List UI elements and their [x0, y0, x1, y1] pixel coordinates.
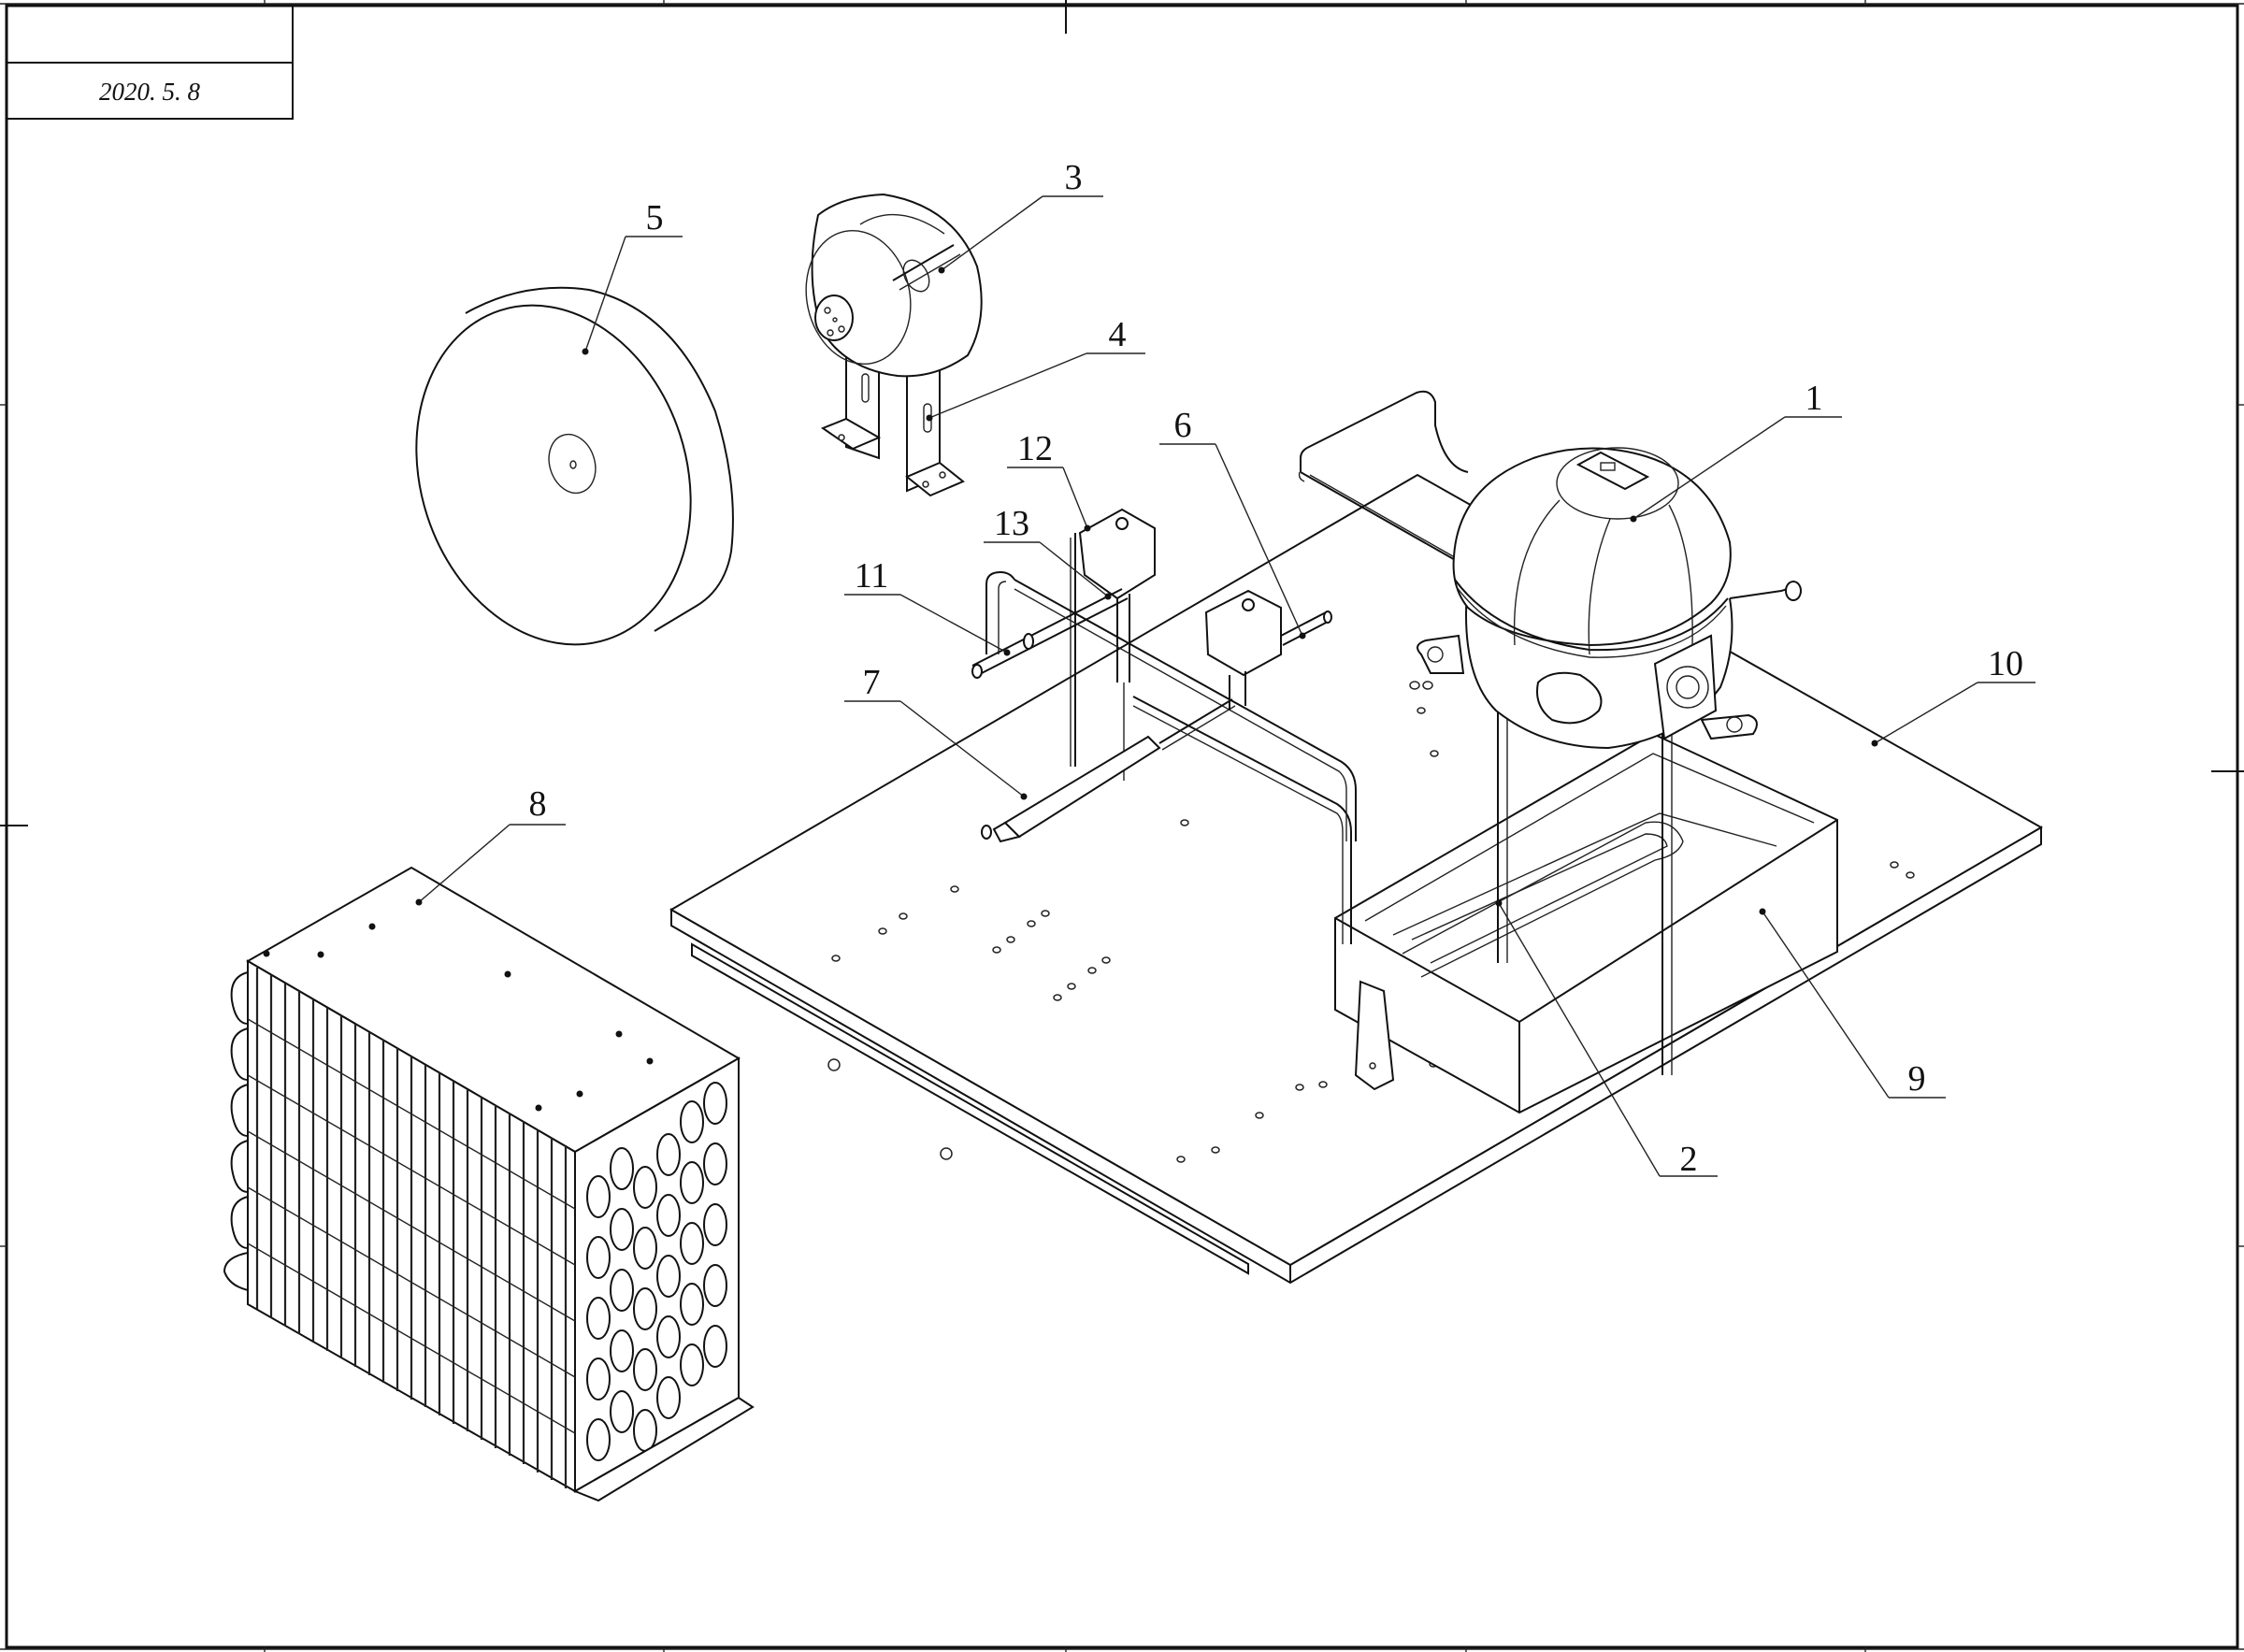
callout-6: 6: [1159, 406, 1306, 639]
svg-text:1: 1: [1805, 379, 1823, 418]
svg-text:11: 11: [855, 556, 889, 596]
refrigerant-circuit: [971, 508, 1357, 843]
callout-9: 9: [1759, 908, 1946, 1099]
return-bends-left: [223, 971, 249, 1291]
svg-text:4: 4: [1109, 315, 1127, 354]
callout-13: 13: [984, 504, 1112, 600]
svg-text:10: 10: [1988, 644, 2023, 683]
svg-text:6: 6: [1174, 406, 1192, 445]
mounting-holes: [827, 681, 1915, 1163]
svg-text:9: 9: [1908, 1059, 1926, 1099]
fan-blade: [415, 286, 734, 646]
callouts: 1 2 3 4 5: [415, 158, 2035, 1179]
compressor: [1417, 447, 1802, 750]
svg-text:13: 13: [994, 504, 1029, 543]
svg-text:2: 2: [1680, 1140, 1698, 1179]
title-block: 2020. 5. 8: [6, 5, 294, 120]
condenser: [223, 866, 755, 1502]
callout-8: 8: [415, 784, 566, 906]
callout-1: 1: [1630, 379, 1842, 523]
svg-text:3: 3: [1065, 158, 1083, 197]
drawing-date: 2020. 5. 8: [99, 78, 201, 106]
svg-text:5: 5: [646, 198, 664, 237]
callout-2: 2: [1495, 899, 1718, 1179]
svg-text:12: 12: [1017, 429, 1053, 468]
callout-3: 3: [938, 158, 1103, 274]
fan-motor-assembly: [805, 193, 983, 497]
callout-4: 4: [926, 315, 1145, 422]
callout-10: 10: [1871, 644, 2035, 747]
callout-11: 11: [844, 556, 1011, 656]
discharge-pipe: [1132, 390, 1673, 1075]
svg-text:8: 8: [529, 784, 547, 824]
condenser-fins: [247, 968, 576, 1488]
water-tray: [1334, 732, 1838, 1114]
callout-7: 7: [844, 663, 1028, 800]
svg-text:7: 7: [863, 663, 881, 702]
callout-5: 5: [582, 198, 683, 355]
callout-12: 12: [1007, 429, 1091, 532]
